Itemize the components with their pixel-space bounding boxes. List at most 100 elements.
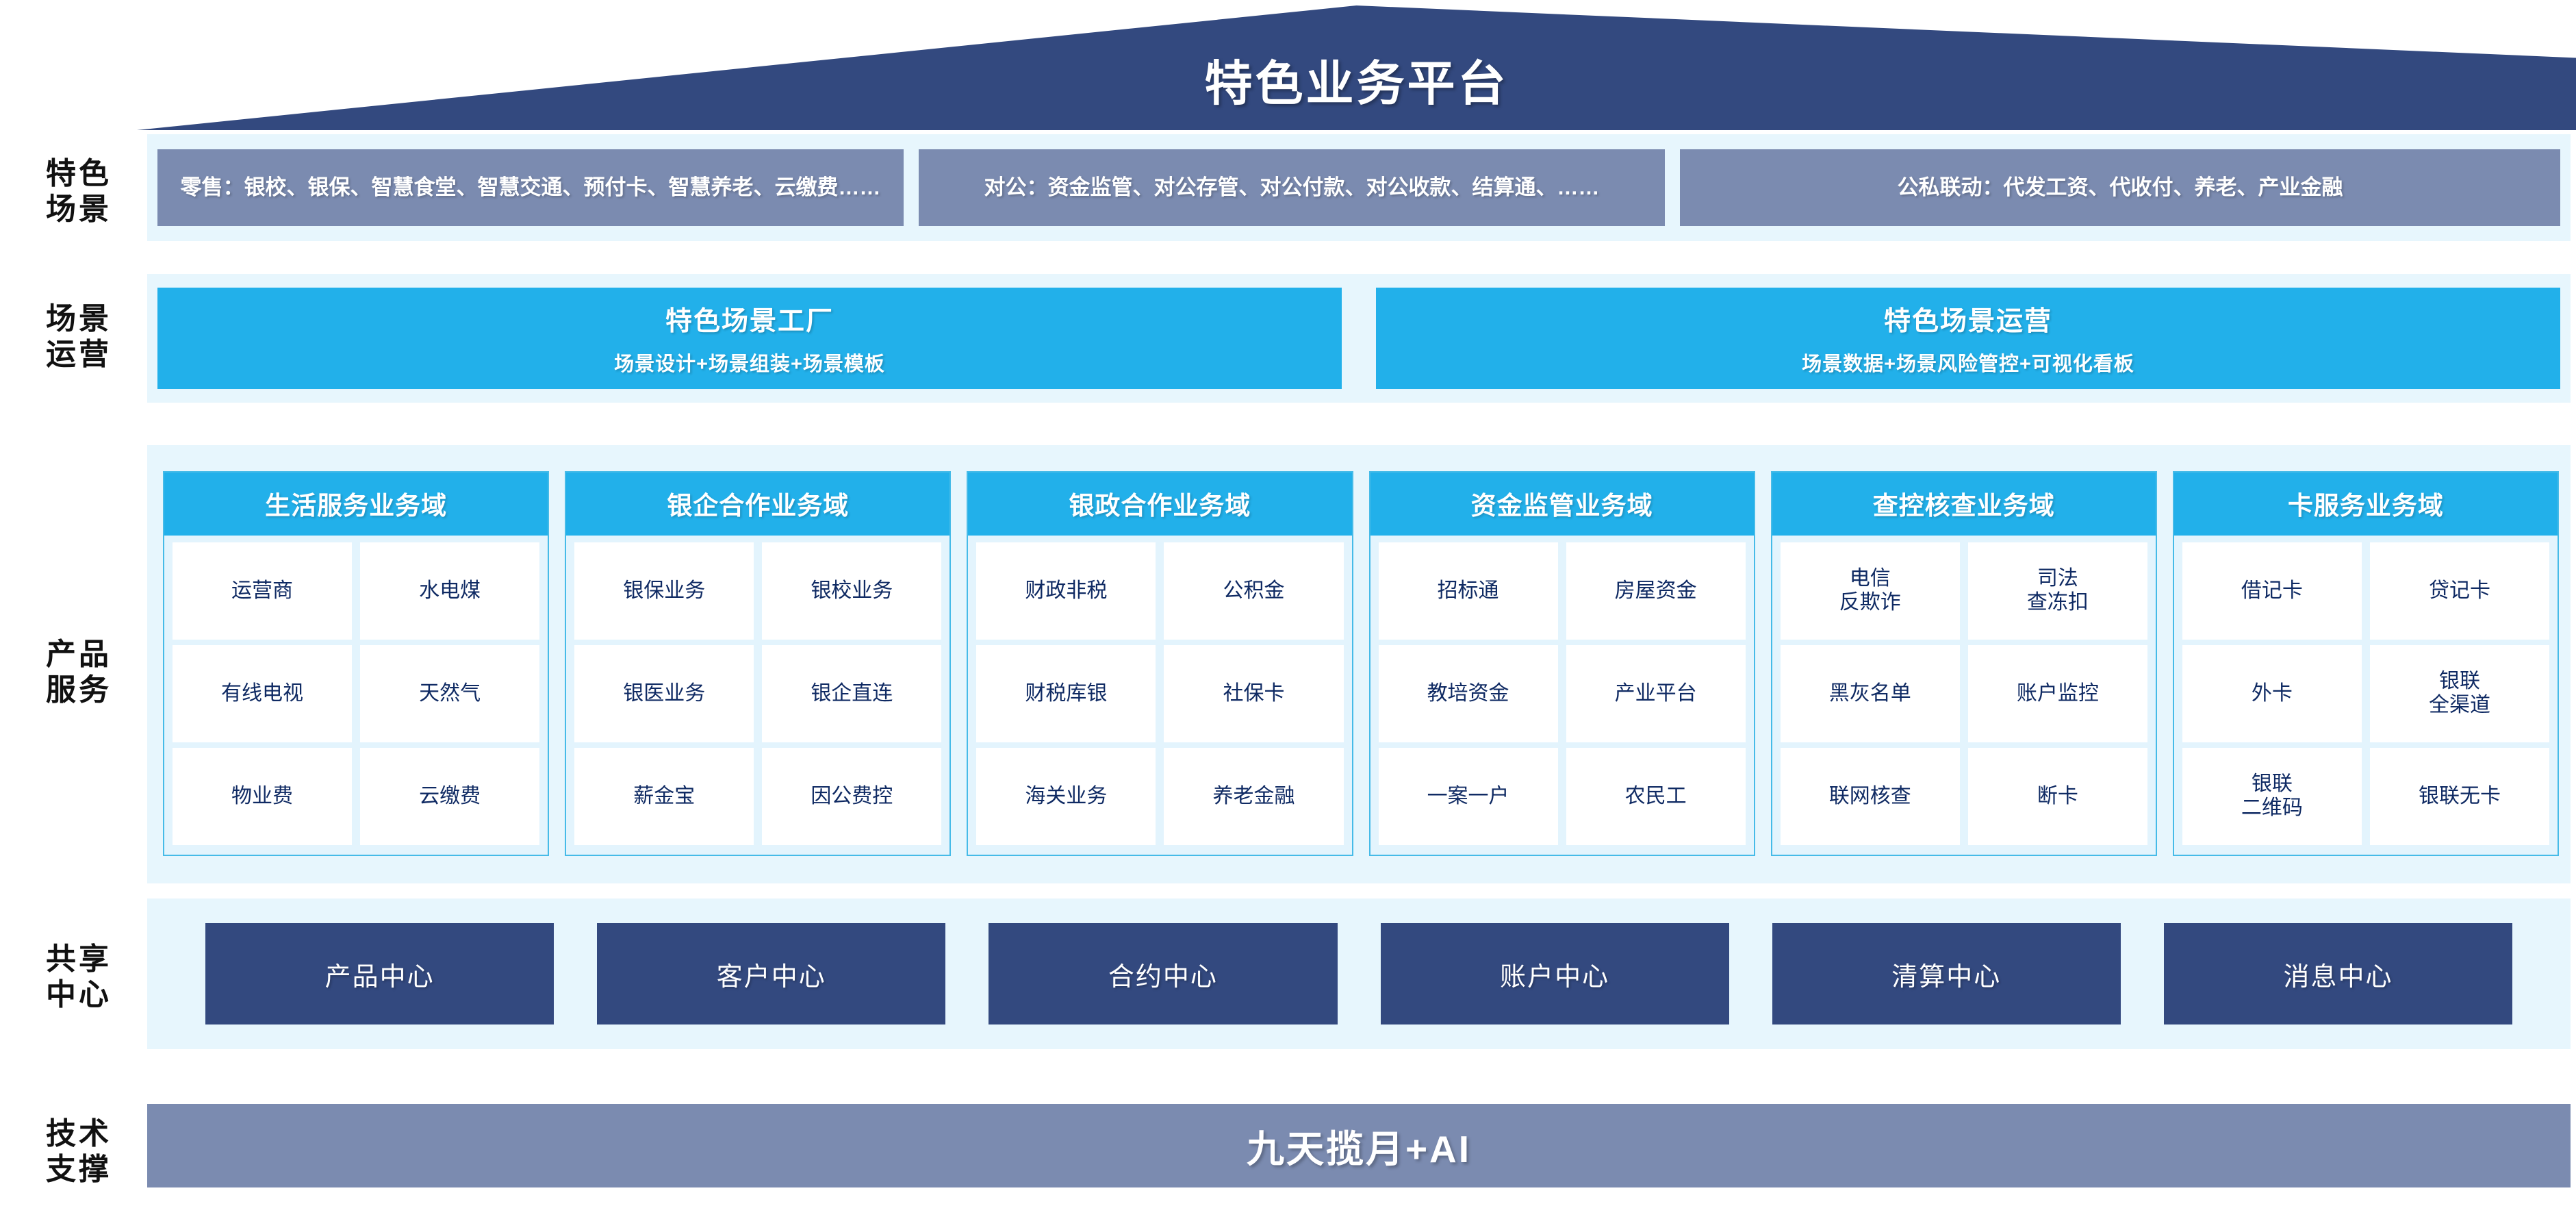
domain-item-row: 教培资金产业平台 (1378, 645, 1746, 742)
domain-item[interactable]: 黑灰名单 (1780, 645, 1960, 742)
domain-item[interactable]: 运营商 (173, 542, 353, 640)
domain-item[interactable]: 教培资金 (1378, 645, 1558, 742)
domain-item-row: 银保业务银校业务 (574, 542, 942, 640)
domain-item[interactable]: 房屋资金 (1566, 542, 1746, 640)
domain-item-row: 一案一户农民工 (1378, 748, 1746, 845)
domain-card-body: 财政非税公积金财税库银社保卡海关业务养老金融 (968, 536, 1351, 855)
row-label-product-service: 产品服务 (46, 638, 112, 707)
domain-item[interactable]: 外卡 (2182, 645, 2362, 742)
domain-item-row: 有线电视天然气 (173, 645, 540, 742)
domain-card-body: 电信 反欺诈司法 查冻扣黑灰名单账户监控联网核查断卡 (1772, 536, 2156, 855)
operations-box-scene-operation[interactable]: 特色场景运营 场景数据+场景风险管控+可视化看板 (1376, 288, 2560, 389)
domain-item-row: 物业费云缴费 (173, 748, 540, 845)
domain-item[interactable]: 银校业务 (762, 542, 942, 640)
domain-item[interactable]: 贷记卡 (2369, 542, 2550, 640)
domain-item-row: 薪金宝因公费控 (574, 748, 942, 845)
domain-item[interactable]: 账户监控 (1967, 645, 2147, 742)
page-title: 特色业务平台 (1204, 57, 1509, 110)
domain-item-row: 电信 反欺诈司法 查冻扣 (1780, 542, 2147, 640)
operations-subtitle: 场景设计+场景组装+场景模板 (614, 353, 885, 375)
domain-item[interactable]: 银保业务 (574, 542, 754, 640)
platform-banner: 特色业务平台 (137, 5, 2576, 130)
domain-card-title: 银政合作业务域 (968, 473, 1352, 536)
domain-item[interactable]: 司法 查冻扣 (1967, 542, 2147, 640)
domain-item-row: 银医业务银企直连 (574, 645, 942, 742)
domain-item[interactable]: 借记卡 (2182, 542, 2362, 640)
domain-item-row: 海关业务养老金融 (976, 748, 1344, 845)
domain-card[interactable]: 卡服务业务域借记卡贷记卡外卡银联 全渠道银联 二维码银联无卡 (2172, 471, 2560, 856)
domain-card-title: 卡服务业务域 (2173, 473, 2558, 536)
domain-card[interactable]: 生活服务业务域运营商水电煤有线电视天然气物业费云缴费 (163, 471, 550, 856)
domain-card-body: 运营商水电煤有线电视天然气物业费云缴费 (164, 536, 548, 855)
domain-item[interactable]: 财税库银 (976, 645, 1156, 742)
domain-item[interactable]: 养老金融 (1164, 748, 1344, 845)
shared-center-box[interactable]: 客户中心 (597, 923, 946, 1024)
domain-item[interactable]: 水电煤 (360, 542, 540, 640)
domain-item[interactable]: 产业平台 (1566, 645, 1746, 742)
domain-item[interactable]: 一案一户 (1378, 748, 1558, 845)
scene-box-group: 零售：银校、银保、智慧食堂、智慧交通、预付卡、智慧养老、云缴费…… 对公：资金监… (157, 149, 2560, 226)
domain-item[interactable]: 天然气 (360, 645, 540, 742)
domain-item-row: 招标通房屋资金 (1378, 542, 1746, 640)
domain-card-body: 借记卡贷记卡外卡银联 全渠道银联 二维码银联无卡 (2174, 536, 2558, 855)
shared-center-box[interactable]: 产品中心 (205, 923, 554, 1024)
product-service-band-background (147, 445, 2571, 883)
domain-item[interactable]: 断卡 (1967, 748, 2147, 845)
domain-item[interactable]: 银医业务 (574, 645, 754, 742)
domain-card-body: 招标通房屋资金教培资金产业平台一案一户农民工 (1370, 536, 1754, 855)
scene-box-public-private[interactable]: 公私联动：代发工资、代收付、养老、产业金融 (1680, 149, 2560, 226)
domain-card-group: 生活服务业务域运营商水电煤有线电视天然气物业费云缴费银企合作业务域银保业务银校业… (163, 471, 2560, 856)
domain-card[interactable]: 查控核查业务域电信 反欺诈司法 查冻扣黑灰名单账户监控联网核查断卡 (1770, 471, 2157, 856)
row-label-shared-center: 共享中心 (46, 942, 112, 1011)
domain-item[interactable]: 联网核查 (1780, 748, 1960, 845)
domain-item[interactable]: 海关业务 (976, 748, 1156, 845)
domain-item[interactable]: 物业费 (173, 748, 353, 845)
row-label-tech-support: 技术支撑 (46, 1117, 112, 1186)
domain-item[interactable]: 银联 全渠道 (2369, 645, 2550, 742)
domain-item[interactable]: 银联无卡 (2369, 748, 2550, 845)
shared-center-box[interactable]: 账户中心 (1380, 923, 1729, 1024)
scene-box-corporate[interactable]: 对公：资金监管、对公存管、对公付款、对公收款、结算通、…… (919, 149, 1665, 226)
domain-item[interactable]: 银企直连 (762, 645, 942, 742)
domain-item-row: 财税库银社保卡 (976, 645, 1344, 742)
operations-title: 特色场景工厂 (665, 307, 834, 336)
domain-item-row: 黑灰名单账户监控 (1780, 645, 2147, 742)
domain-card-body: 银保业务银校业务银医业务银企直连薪金宝因公费控 (566, 536, 949, 855)
domain-card[interactable]: 资金监管业务域招标通房屋资金教培资金产业平台一案一户农民工 (1368, 471, 1755, 856)
domain-card-title: 银企合作业务域 (566, 473, 950, 536)
domain-item-row: 外卡银联 全渠道 (2182, 645, 2550, 742)
domain-item-row: 借记卡贷记卡 (2182, 542, 2550, 640)
shared-center-box[interactable]: 清算中心 (1772, 923, 2121, 1024)
domain-item[interactable]: 公积金 (1164, 542, 1344, 640)
domain-item[interactable]: 社保卡 (1164, 645, 1344, 742)
domain-item[interactable]: 电信 反欺诈 (1780, 542, 1960, 640)
domain-item[interactable]: 薪金宝 (574, 748, 754, 845)
domain-card[interactable]: 银政合作业务域财政非税公积金财税库银社保卡海关业务养老金融 (967, 471, 1353, 856)
domain-item[interactable]: 招标通 (1378, 542, 1558, 640)
domain-item-row: 银联 二维码银联无卡 (2182, 748, 2550, 845)
domain-item[interactable]: 云缴费 (360, 748, 540, 845)
domain-card-title: 查控核查业务域 (1772, 473, 2156, 536)
tech-support-bar[interactable]: 九天揽月+AI (147, 1104, 2571, 1187)
operations-title: 特色场景运营 (1883, 307, 2052, 336)
operations-box-scene-factory[interactable]: 特色场景工厂 场景设计+场景组装+场景模板 (157, 288, 1342, 389)
domain-card[interactable]: 银企合作业务域银保业务银校业务银医业务银企直连薪金宝因公费控 (565, 471, 952, 856)
domain-card-title: 生活服务业务域 (164, 473, 548, 536)
domain-item[interactable]: 财政非税 (976, 542, 1156, 640)
shared-center-group: 产品中心客户中心合约中心账户中心清算中心消息中心 (205, 923, 2513, 1024)
domain-card-title: 资金监管业务域 (1370, 473, 1754, 536)
domain-item[interactable]: 银联 二维码 (2182, 748, 2362, 845)
shared-center-box[interactable]: 合约中心 (989, 923, 1338, 1024)
row-label-scene: 特色场景 (46, 157, 112, 226)
shared-center-box[interactable]: 消息中心 (2163, 923, 2513, 1024)
operations-subtitle: 场景数据+场景风险管控+可视化看板 (1802, 353, 2134, 375)
domain-item-row: 运营商水电煤 (173, 542, 540, 640)
domain-item[interactable]: 有线电视 (173, 645, 353, 742)
domain-item[interactable]: 因公费控 (762, 748, 942, 845)
operations-box-group: 特色场景工厂 场景设计+场景组装+场景模板 特色场景运营 场景数据+场景风险管控… (157, 288, 2560, 389)
scene-box-retail[interactable]: 零售：银校、银保、智慧食堂、智慧交通、预付卡、智慧养老、云缴费…… (157, 149, 904, 226)
domain-item-row: 财政非税公积金 (976, 542, 1344, 640)
row-label-operations: 场景运营 (46, 302, 112, 371)
domain-item[interactable]: 农民工 (1566, 748, 1746, 845)
